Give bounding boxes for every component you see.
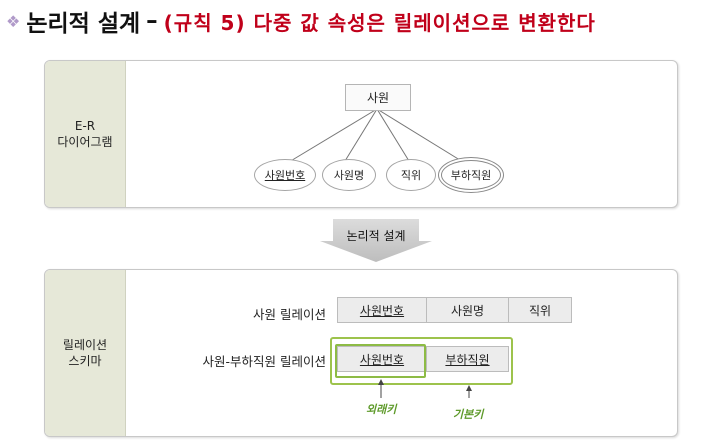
attribute-ellipse: 사원번호	[254, 159, 316, 191]
title-rule: (규칙 5) 다중 값 속성은 릴레이션으로 변환한다	[163, 10, 596, 35]
relation2-col: 사원번호	[337, 346, 427, 372]
connector-line	[283, 108, 378, 166]
connector-line	[344, 108, 378, 162]
schema-label-line2: 스키마	[68, 354, 102, 368]
relation1-col-text: 사원명	[450, 303, 485, 318]
title-dash: –	[146, 8, 158, 34]
relation1-name: 사원 릴레이션	[253, 307, 326, 322]
relation1-col: 직위	[508, 297, 572, 323]
arrow-label: 논리적 설계	[346, 229, 406, 243]
er-panel-label: E-R 다이어그램	[45, 61, 126, 207]
foreign-key-arrowhead	[378, 379, 384, 385]
connector-line	[376, 108, 410, 162]
primary-key-highlight	[330, 337, 513, 385]
relation2-name: 사원-부하직원 릴레이션	[202, 354, 326, 369]
relation2-col-text: 사원번호	[359, 352, 405, 367]
schema-label-line1: 릴레이션	[62, 338, 108, 352]
relation1-col-text: 사원번호	[359, 303, 405, 318]
er-label-line2: 다이어그램	[57, 135, 113, 149]
relation1-col-text: 직위	[528, 303, 552, 318]
entity-box: 사원	[345, 84, 411, 111]
diamond-bullet-icon: ❖	[6, 11, 21, 31]
foreign-key-highlight	[335, 344, 426, 378]
er-label-line1: E-R	[74, 119, 96, 133]
connector-line	[376, 108, 469, 166]
relation1-col: 사원명	[426, 297, 509, 323]
er-diagram-panel: E-R 다이어그램 사원 사원번호 사원명 직위 부하직원	[44, 60, 678, 208]
title-main: 논리적 설계	[26, 11, 141, 37]
attribute-ellipse: 사원명	[322, 159, 376, 191]
schema-panel-label: 릴레이션 스키마	[45, 270, 126, 436]
relation2-col: 부하직원	[426, 346, 509, 372]
er-connector-lines	[283, 108, 469, 166]
attribute-ellipse: 직위	[386, 159, 436, 191]
slide-title: ❖ 논리적 설계 – (규칙 5) 다중 값 속성은 릴레이션으로 변환한다	[6, 4, 596, 38]
primary-key-annotation: 기본키	[453, 408, 484, 421]
multivalued-attribute-ellipse: 부하직원	[441, 160, 501, 190]
relation1-col: 사원번호	[337, 297, 427, 323]
foreign-key-annotation: 외래키	[366, 403, 397, 416]
relation2-col-text: 부하직원	[445, 352, 490, 367]
primary-key-arrowhead	[466, 385, 472, 391]
